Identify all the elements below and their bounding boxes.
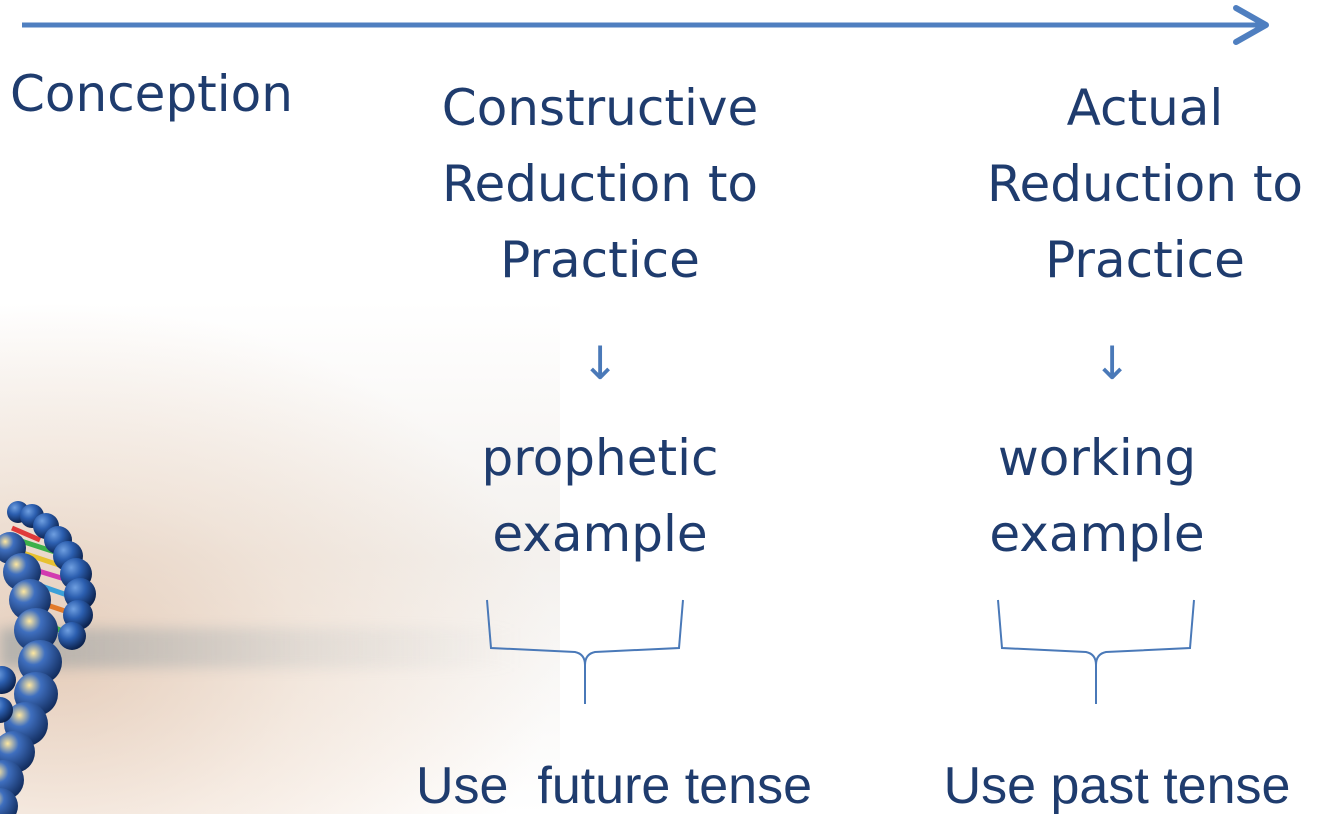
stage-1-example-line-2: example (492, 505, 708, 563)
down-arrow-icon: ↓ (580, 336, 620, 390)
stage-2-title-line-3: Practice (1045, 231, 1245, 289)
helix-bead (14, 608, 58, 652)
dna-helix-decoration (0, 501, 96, 814)
stage-1-title-line-2: Reduction to (441, 155, 759, 213)
background-horizon (0, 628, 520, 668)
stage-2-title-line-2: Reduction to (986, 155, 1304, 213)
timeline-arrow-head (1233, 5, 1269, 45)
brace-working (997, 599, 1195, 704)
timeline-arrow (22, 5, 1269, 45)
background-landscape-wash (0, 300, 560, 814)
stage-2-example-line-1: working (997, 429, 1197, 487)
helix-bead (0, 697, 13, 723)
stage-2-example-line-2: example (989, 505, 1205, 563)
helix-bead (18, 640, 62, 684)
helix-bead (0, 666, 16, 694)
stage-1-title-line-3: Practice (500, 231, 700, 289)
stage-2-title-line-1: Actual (1066, 79, 1224, 137)
helix-bead (0, 788, 18, 814)
timeline-start-label: Conception (10, 65, 293, 123)
down-arrow-icon: ↓ (1092, 336, 1132, 390)
stage-1-instruction: Use future tense (416, 757, 812, 815)
base-pair (11, 525, 41, 543)
stage-1-title-line-1: Constructive (441, 79, 759, 137)
helix-bead (58, 622, 86, 650)
brace-prophetic (486, 599, 684, 704)
stage-1-example-line-1: prophetic (481, 429, 719, 487)
stage-2-instruction: Use past tense (943, 757, 1291, 815)
